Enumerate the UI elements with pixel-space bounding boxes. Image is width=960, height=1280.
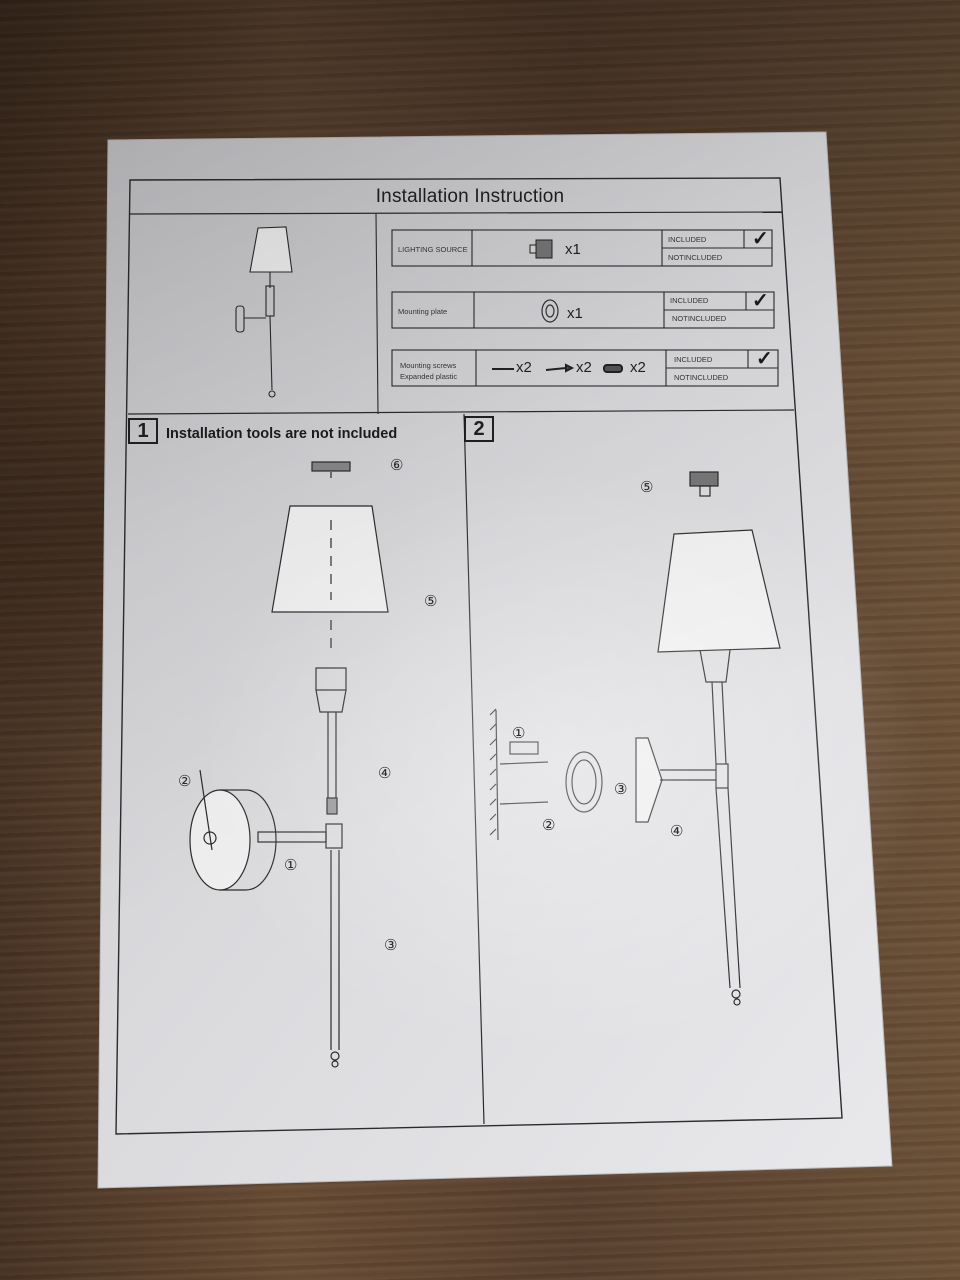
part-label-expanded-plastic: Expanded plastic	[400, 372, 458, 381]
tools-note: Installation tools are not included	[166, 426, 398, 442]
part-label-mounting-screws: Mounting screws	[400, 361, 457, 370]
part-included-mounting-plate: INCLUDED	[670, 296, 709, 305]
part-qty-lighting-source: x1	[565, 241, 581, 258]
callout-1: ①	[284, 857, 298, 874]
part-label-mounting-plate: Mounting plate	[398, 307, 448, 316]
part-label-lighting-source: LIGHTING SOURCE	[398, 245, 468, 254]
callout-5: ⑤	[424, 593, 438, 610]
check-icon: ✓	[752, 290, 769, 312]
callout-2: ②	[178, 773, 192, 790]
part-notincluded-mounting-plate: NOTINCLUDED	[672, 314, 727, 323]
part-included-screws: INCLUDED	[674, 355, 713, 364]
callout-3: ③	[384, 937, 398, 954]
parts-row-1-box	[391, 229, 773, 267]
mounting-plate-icon	[541, 299, 559, 323]
part-qty-mounting-plate: x1	[567, 305, 583, 322]
outer-frame	[115, 177, 843, 1135]
callout-6: ⑥	[390, 457, 404, 474]
part-notincluded-screws: NOTINCLUDED	[674, 373, 729, 382]
check-icon: ✓	[752, 228, 769, 250]
part-qty-screws-2: x2	[576, 359, 592, 376]
check-icon: ✓	[756, 348, 773, 370]
step2-wall-mount	[489, 471, 781, 1006]
parts-row-2-box	[391, 291, 775, 329]
callout-4: ④	[670, 823, 684, 840]
bulb-socket-icon	[529, 239, 553, 259]
paper	[97, 131, 893, 1189]
part-included-lighting-source: INCLUDED	[668, 235, 707, 244]
part-qty-anchors: x2	[630, 359, 646, 376]
callout-3: ③	[614, 781, 628, 798]
part-notincluded-lighting-source: NOTINCLUDED	[668, 253, 723, 262]
callout-2: ②	[542, 817, 556, 834]
step-1-number: 1	[128, 418, 158, 444]
step-2-number: 2	[464, 416, 494, 442]
page-title: Installation Instruction	[375, 186, 565, 207]
screw-icons	[492, 363, 623, 373]
part-qty-screws-1: x2	[516, 359, 532, 376]
parts-row-3-box	[391, 349, 779, 387]
callout-1: ①	[512, 725, 526, 742]
step1-lamp-exploded	[189, 461, 389, 1068]
callout-5: ⑤	[640, 479, 654, 496]
lamp-overview-icon	[235, 226, 293, 398]
callout-4: ④	[378, 765, 392, 782]
